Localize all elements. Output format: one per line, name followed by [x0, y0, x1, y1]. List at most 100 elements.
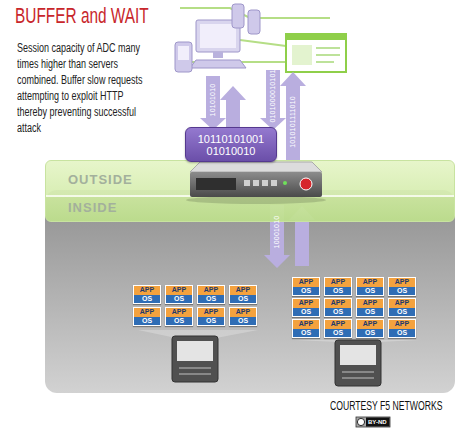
- tile-text: APP: [325, 320, 351, 329]
- license-symbol: [357, 418, 364, 425]
- server-slot: [342, 377, 374, 379]
- server-slot: [179, 373, 211, 375]
- tile-text: APP: [389, 299, 415, 308]
- app-os-tile: APPOS: [133, 307, 161, 326]
- client-phone: [232, 4, 244, 28]
- client-keyboard: [190, 60, 246, 68]
- tile-text: OS: [357, 287, 383, 296]
- tile-text: OS: [325, 308, 351, 317]
- tile-text: OS: [198, 317, 224, 326]
- server-tower: [335, 340, 381, 386]
- server-slot: [342, 371, 374, 373]
- client-pda: [175, 42, 192, 72]
- tile-text: OS: [357, 329, 383, 338]
- client-link: [180, 8, 330, 18]
- tile-text: OS: [389, 308, 415, 317]
- tile-text: APP: [134, 308, 160, 317]
- zone-band: OUTSIDE INSIDE: [45, 160, 455, 222]
- server-tower: [172, 336, 218, 382]
- app-os-tile: APPOS: [165, 285, 193, 304]
- app-os-tile: APPOS: [165, 307, 193, 326]
- down-arrow: [260, 70, 286, 130]
- tile-text: APP: [389, 320, 415, 329]
- binary-stream: 1010101111010: [289, 96, 297, 148]
- app-os-tile: APPOS: [292, 319, 320, 338]
- license-badge-dark: [366, 418, 390, 427]
- tile-text: OS: [325, 329, 351, 338]
- tile-text: OS: [134, 295, 160, 304]
- app-os-tile: APPOS: [324, 298, 352, 317]
- monitor-screen: [200, 24, 236, 48]
- tile-text: APP: [198, 308, 224, 317]
- app-os-tile: APPOS: [356, 298, 384, 317]
- tile-text: OS: [166, 295, 192, 304]
- down-arrow: [200, 76, 226, 130]
- app-os-tile: APPOS: [388, 298, 416, 317]
- tile-text: APP: [293, 278, 319, 287]
- tile-text: APP: [134, 286, 160, 295]
- tile-text: OS: [230, 317, 256, 326]
- tile-text: APP: [166, 308, 192, 317]
- license-badge: [356, 417, 390, 427]
- binary-stream: 0101000010101: [269, 69, 277, 122]
- client-monitor: [196, 20, 240, 52]
- window-line: [316, 61, 334, 63]
- app-os-tile: APPOS: [133, 285, 161, 304]
- tile-text: APP: [293, 299, 319, 308]
- tile-text: APP: [325, 278, 351, 287]
- up-arrow: [280, 72, 306, 162]
- adc-text: 10110101001 01010010: [195, 133, 267, 157]
- tile-text: OS: [357, 308, 383, 317]
- binary-stream: 10001010: [273, 216, 281, 249]
- tile-text: OS: [389, 329, 415, 338]
- tile-text: OS: [134, 317, 160, 326]
- app-os-tile: APPOS: [324, 277, 352, 296]
- monitor-stand: [213, 52, 223, 58]
- app-os-tile: APPOS: [229, 307, 257, 326]
- tile-text: APP: [230, 308, 256, 317]
- window-panel: [292, 45, 312, 65]
- app-os-tile: APPOS: [356, 277, 384, 296]
- tile-text: APP: [389, 278, 415, 287]
- window-header: [286, 34, 346, 40]
- credit-note: COURTESY F5 NETWORKS: [330, 399, 443, 413]
- binary-stream: 10101010: [209, 84, 217, 117]
- client-phone: [248, 10, 260, 34]
- app-os-tile: APPOS: [292, 277, 320, 296]
- tile-text: APP: [166, 286, 192, 295]
- client-link: [190, 61, 286, 63]
- app-os-tile: APPOS: [388, 277, 416, 296]
- server-panel: [177, 341, 213, 361]
- tile-text: OS: [325, 287, 351, 296]
- band-text: INSIDE: [68, 201, 117, 215]
- tile-text: APP: [357, 320, 383, 329]
- tile-text: OS: [198, 295, 224, 304]
- tile-text: OS: [293, 329, 319, 338]
- tile-text: APP: [198, 286, 224, 295]
- app-os-tile: APPOS: [356, 319, 384, 338]
- tile-text: OS: [166, 317, 192, 326]
- tile-text: APP: [293, 320, 319, 329]
- server-panel: [340, 345, 376, 365]
- band-text: OUTSIDE: [68, 173, 133, 187]
- light-beam: [295, 340, 420, 342]
- app-os-tile: APPOS: [197, 285, 225, 304]
- tile-text: APP: [230, 286, 256, 295]
- tile-text: OS: [230, 295, 256, 304]
- tile-text: APP: [325, 299, 351, 308]
- client-link: [240, 40, 286, 46]
- tile-text: APP: [357, 299, 383, 308]
- window-line: [316, 54, 340, 56]
- adc-buffer-box: 10110101001 01010010: [185, 127, 277, 162]
- license-text: BY-ND: [368, 418, 387, 426]
- app-os-tile: APPOS: [229, 285, 257, 304]
- app-os-tile: APPOS: [292, 298, 320, 317]
- tile-text: OS: [293, 287, 319, 296]
- app-os-tile: APPOS: [388, 319, 416, 338]
- pda-screen: [178, 46, 189, 60]
- browser-window: [286, 34, 346, 72]
- tile-text: APP: [357, 278, 383, 287]
- description-note: Session capacity of ADC many times highe…: [17, 40, 152, 136]
- light-beam: [138, 330, 258, 338]
